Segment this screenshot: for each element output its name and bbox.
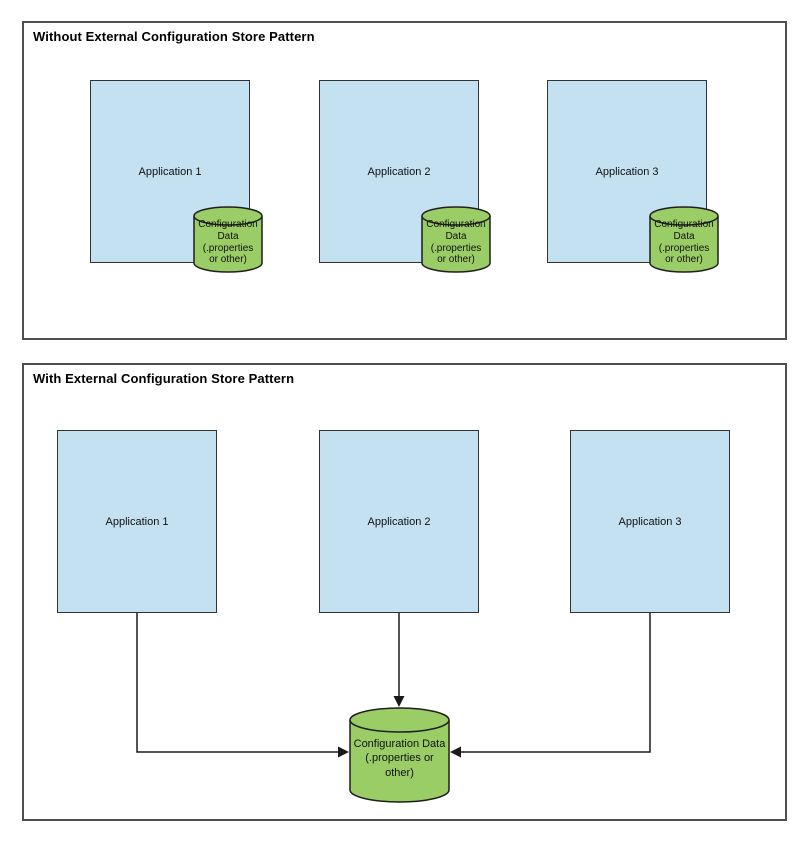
panel-title: Without External Configuration Store Pat… bbox=[33, 29, 315, 44]
config-data-cylinder-1: Configuration Data (.properties or other… bbox=[193, 206, 263, 274]
application-box-1: Application 1 bbox=[90, 80, 250, 263]
cylinder-label: Configuration Data (.properties or other… bbox=[654, 219, 714, 266]
config-data-cylinder-2: Configuration Data (.properties or other… bbox=[421, 206, 491, 274]
cylinder-label: Configuration Data (.properties or other… bbox=[198, 219, 258, 266]
application-label: Application 3 bbox=[595, 165, 659, 178]
shared-config-data-cylinder: Configuration Data (.properties or other… bbox=[349, 707, 450, 803]
arrowhead-down-icon bbox=[393, 696, 405, 707]
database-cylinder-icon bbox=[193, 206, 263, 273]
cylinder-label: Configuration Data (.properties or other… bbox=[426, 219, 486, 266]
application-box-1: Application 1 bbox=[57, 430, 217, 613]
database-cylinder-icon bbox=[421, 206, 491, 273]
database-cylinder-icon bbox=[349, 707, 450, 803]
application-box-3: Application 3 bbox=[570, 430, 730, 613]
cylinder-label: Configuration Data (.properties or other… bbox=[353, 738, 446, 779]
connectors-layer bbox=[136, 613, 651, 758]
connector-app1-to-store bbox=[136, 613, 349, 758]
application-label: Application 2 bbox=[367, 515, 431, 528]
application-label: Application 2 bbox=[367, 165, 431, 178]
application-box-2: Application 2 bbox=[319, 430, 479, 613]
config-data-cylinder-3: Configuration Data (.properties or other… bbox=[649, 206, 719, 274]
with-pattern-panel: With External Configuration Store Patter… bbox=[22, 363, 787, 821]
arrowhead-left-icon bbox=[450, 746, 461, 758]
database-cylinder-icon bbox=[649, 206, 719, 273]
application-label: Application 1 bbox=[105, 515, 169, 528]
application-label: Application 1 bbox=[138, 165, 202, 178]
connector-app3-to-store bbox=[450, 613, 651, 758]
connector-app2-to-store bbox=[393, 613, 405, 707]
application-label: Application 3 bbox=[618, 515, 682, 528]
without-pattern-panel: Without External Configuration Store Pat… bbox=[22, 21, 787, 340]
arrowhead-right-icon bbox=[338, 746, 349, 758]
panel-title: With External Configuration Store Patter… bbox=[33, 371, 295, 386]
